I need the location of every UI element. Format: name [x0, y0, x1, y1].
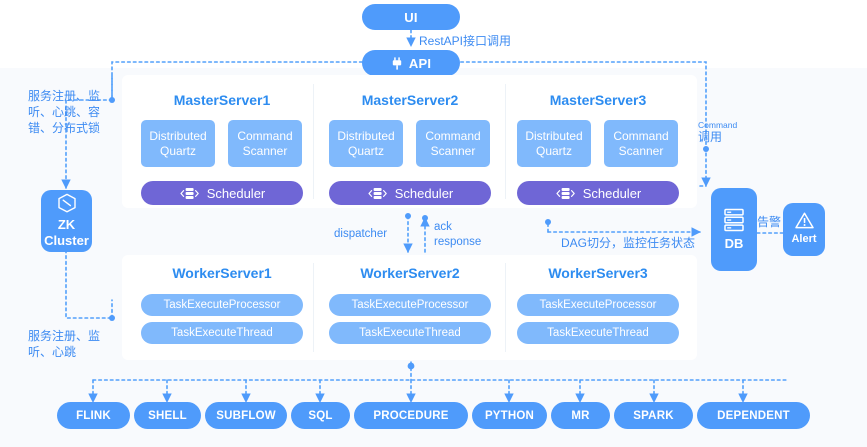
master-2-distributed-quartz[interactable]: Distributed Quartz — [329, 120, 403, 167]
task-type-procedure[interactable]: PROCEDURE — [354, 402, 468, 429]
worker-server-3-title: WorkerServer3 — [548, 265, 648, 281]
node-db[interactable]: DB — [711, 188, 757, 271]
node-alert[interactable]: Alert — [783, 203, 825, 256]
master-3-command-scanner[interactable]: Command Scanner — [604, 120, 678, 167]
master-2-command-scanner[interactable]: Command Scanner — [416, 120, 490, 167]
edge-label-restapi-text: RestAPI接口调用 — [419, 34, 512, 48]
master-1-scheduler-label: Scheduler — [206, 185, 266, 201]
cube-icon — [57, 193, 77, 214]
edge-label-restapi: RestAPI接口调用 — [419, 33, 511, 49]
worker-2-task-execute-thread[interactable]: TaskExecuteThread — [329, 322, 491, 344]
panel-divider — [313, 84, 314, 199]
edge-label-dag: DAG切分，监控任务状态 — [561, 236, 696, 250]
master-1-scheduler[interactable]: Scheduler — [141, 181, 303, 205]
node-api-label: API — [408, 55, 432, 71]
task-type-sql[interactable]: SQL — [291, 402, 350, 429]
worker-2-task-execute-processor[interactable]: TaskExecuteProcessor — [329, 294, 491, 316]
master-server-3-title: MasterServer3 — [549, 92, 647, 108]
edge-label-command-en: Command — [698, 120, 738, 130]
node-db-label: DB — [724, 235, 744, 251]
master-3-scheduler-label: Scheduler — [582, 185, 642, 201]
worker-server-1-title: WorkerServer1 — [172, 265, 272, 281]
master-server-1-title: MasterServer1 — [173, 92, 271, 108]
worker-1-task-execute-processor[interactable]: TaskExecuteProcessor — [141, 294, 303, 316]
scheduler-icon — [367, 187, 388, 200]
plug-icon — [391, 56, 403, 70]
panel-divider — [505, 263, 506, 352]
worker-3-task-execute-processor[interactable]: TaskExecuteProcessor — [517, 294, 679, 316]
master-1-distributed-quartz[interactable]: Distributed Quartz — [141, 120, 215, 167]
worker-3-task-execute-thread[interactable]: TaskExecuteThread — [517, 322, 679, 344]
master-3-distributed-quartz[interactable]: Distributed Quartz — [517, 120, 591, 167]
panel-divider — [505, 84, 506, 199]
task-type-dependent[interactable]: DEPENDENT — [697, 402, 810, 429]
edge-label-zk-top-text: 服务注册、监听、心跳、容错、分布式锁 — [28, 89, 101, 135]
edge-label-dispatcher: dispatcher — [334, 228, 388, 240]
task-type-spark[interactable]: SPARK — [614, 402, 693, 429]
node-ui[interactable]: UI — [362, 4, 460, 30]
edge-label-response: response — [434, 236, 482, 248]
node-ui-label: UI — [404, 9, 418, 25]
edge-label-zk-bottom: 服务注册、监听、心跳 — [28, 328, 108, 360]
master-server-2-title: MasterServer2 — [361, 92, 459, 108]
edge-label-zk-bottom-text: 服务注册、监听、心跳 — [28, 329, 101, 359]
database-icon — [723, 208, 745, 232]
node-zk-cluster[interactable]: ZK Cluster — [41, 190, 92, 252]
task-type-shell[interactable]: SHELL — [134, 402, 201, 429]
edge-label-command-cn: 调用 — [698, 130, 723, 144]
edge-label-alert: 告警 — [757, 215, 782, 229]
master-2-scheduler-label: Scheduler — [394, 185, 454, 201]
edge-label-zk-top: 服务注册、监听、心跳、容错、分布式锁 — [28, 88, 108, 136]
scheduler-icon — [179, 187, 200, 200]
node-api[interactable]: API — [362, 50, 460, 76]
worker-1-task-execute-thread[interactable]: TaskExecuteThread — [141, 322, 303, 344]
warning-triangle-icon — [794, 212, 814, 229]
worker-server-2-title: WorkerServer2 — [360, 265, 460, 281]
node-zk-label-line1: ZK — [57, 217, 76, 232]
task-type-flink[interactable]: FLINK — [57, 402, 130, 429]
panel-divider — [313, 263, 314, 352]
task-type-subflow[interactable]: SUBFLOW — [205, 402, 287, 429]
edge-label-ack: ack — [434, 221, 452, 233]
scheduler-icon — [555, 187, 576, 200]
task-type-mr[interactable]: MR — [551, 402, 610, 429]
node-alert-label: Alert — [791, 233, 817, 245]
master-1-command-scanner[interactable]: Command Scanner — [228, 120, 302, 167]
master-3-scheduler[interactable]: Scheduler — [517, 181, 679, 205]
master-2-scheduler[interactable]: Scheduler — [329, 181, 491, 205]
task-type-python[interactable]: PYTHON — [472, 402, 547, 429]
node-zk-label-line2: Cluster — [44, 233, 89, 248]
